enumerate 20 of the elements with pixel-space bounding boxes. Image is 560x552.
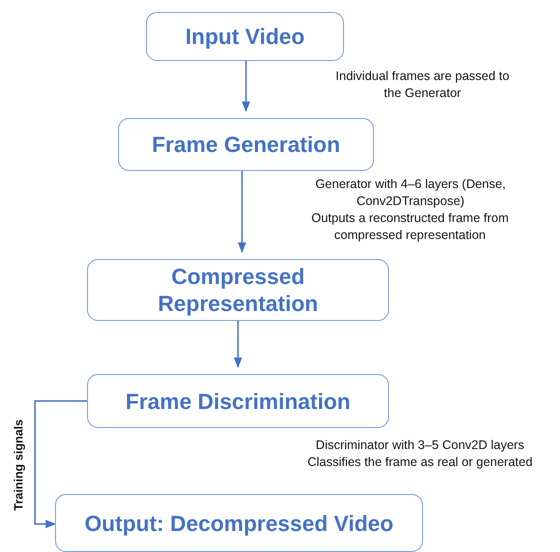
annotation-note: Individual frames are passed to the Generator [335, 68, 510, 102]
arrow [234, 321, 242, 368]
annotation-note: Generator with 4–6 layers (Dense, Conv2DTranspose) [314, 176, 507, 210]
process-box [118, 118, 374, 171]
box-title: Compressed Representation [156, 263, 320, 317]
process-box [87, 374, 389, 428]
annotation-note: Classifies the frame as real or generated [306, 454, 534, 471]
annotation-note: Outputs a reconstructed frame from compressed representation [310, 210, 510, 244]
process-box [146, 12, 344, 61]
box-title: Frame Generation [150, 131, 342, 158]
box-title: Frame Discrimination [124, 388, 352, 414]
arrow [238, 171, 246, 254]
process-box [87, 259, 389, 321]
box-title: Input Video [184, 23, 306, 50]
process-box [55, 494, 423, 552]
arrow [242, 61, 250, 112]
edge-label: Training signals [11, 418, 26, 510]
box-title: Output: Decompressed Video [84, 510, 394, 536]
arrow [34, 400, 87, 528]
annotation-note: Discriminator with 3–5 Conv2D layers [314, 437, 526, 454]
